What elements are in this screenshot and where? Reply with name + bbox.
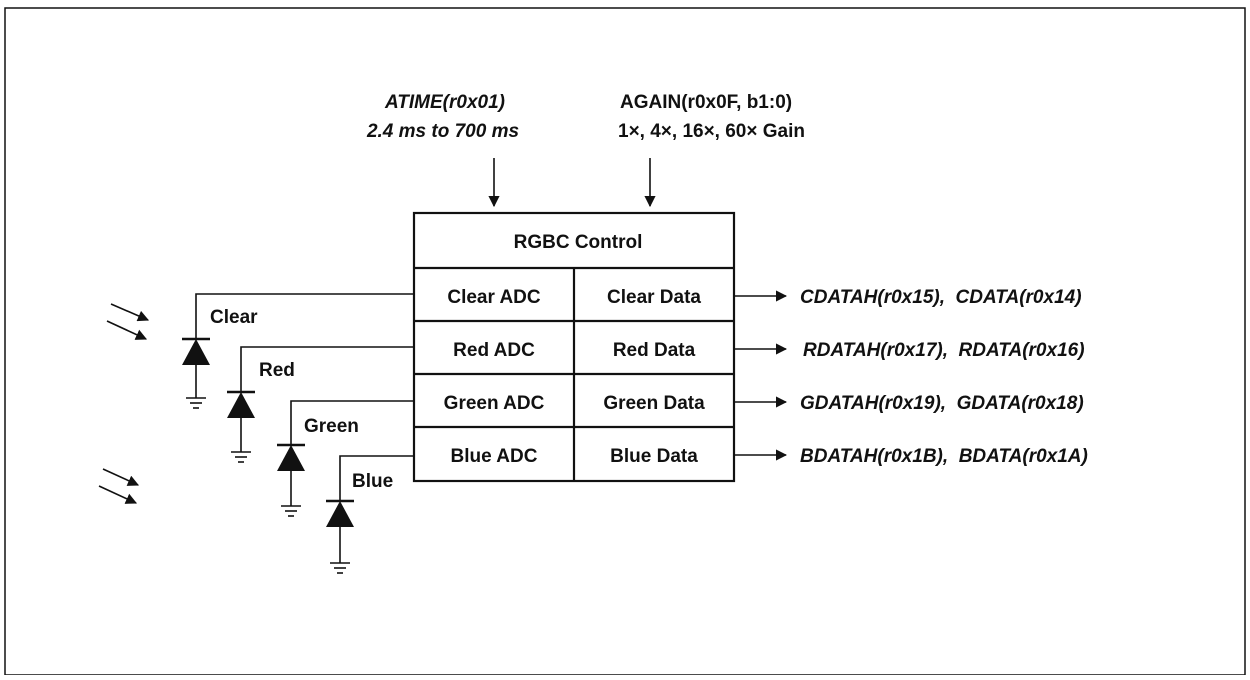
red-ground-symbol: [231, 451, 251, 463]
light-arrows-lower: [98, 468, 140, 504]
clear-data-cell: Clear Data: [607, 287, 701, 308]
red-data-cell: Red Data: [613, 340, 696, 361]
green-photodiode-label: Green: [304, 416, 359, 437]
rgbc-control-block: RGBC Control: [412, 211, 736, 483]
blue-photodiode: [326, 499, 354, 574]
clear-wire: [195, 293, 414, 339]
green-adc-cell: Green ADC: [444, 393, 545, 414]
blue-ground-symbol: [330, 562, 350, 574]
red-wire: [240, 346, 414, 392]
again-gain-label: 1×, 4×, 16×, 60× Gain: [618, 121, 805, 142]
blue-register-label: BDATAH(r0x1B), BDATA(r0x1A): [800, 446, 1088, 467]
clear-adc-cell: Clear ADC: [447, 287, 541, 308]
clear-register-label: CDATAH(r0x15), CDATA(r0x14): [800, 287, 1082, 308]
red-photodiode: [227, 390, 255, 463]
green-data-cell: Green Data: [603, 393, 705, 414]
atime-register-label: ATIME(r0x01): [384, 92, 505, 113]
clear-ground-symbol: [186, 397, 206, 409]
red-adc-cell: Red ADC: [453, 340, 535, 361]
clear-photodiode-label: Clear: [210, 307, 258, 328]
blue-data-cell: Blue Data: [610, 446, 698, 467]
again-register-label: AGAIN(r0x0F, b1:0): [620, 92, 792, 113]
green-ground-symbol: [281, 505, 301, 517]
atime-range-label: 2.4 ms to 700 ms: [366, 121, 519, 142]
blue-wire: [339, 455, 414, 501]
red-register-label: RDATAH(r0x17), RDATA(r0x16): [803, 340, 1085, 361]
green-register-label: GDATAH(r0x19), GDATA(r0x18): [800, 393, 1084, 414]
blue-photodiode-label: Blue: [352, 471, 393, 492]
green-wire: [290, 400, 414, 445]
red-photodiode-label: Red: [259, 360, 295, 381]
green-photodiode: [277, 443, 305, 517]
clear-photodiode: [182, 337, 210, 409]
rgbc-control-header: RGBC Control: [514, 232, 643, 253]
light-arrows-upper: [106, 303, 150, 340]
blue-adc-cell: Blue ADC: [451, 446, 538, 467]
